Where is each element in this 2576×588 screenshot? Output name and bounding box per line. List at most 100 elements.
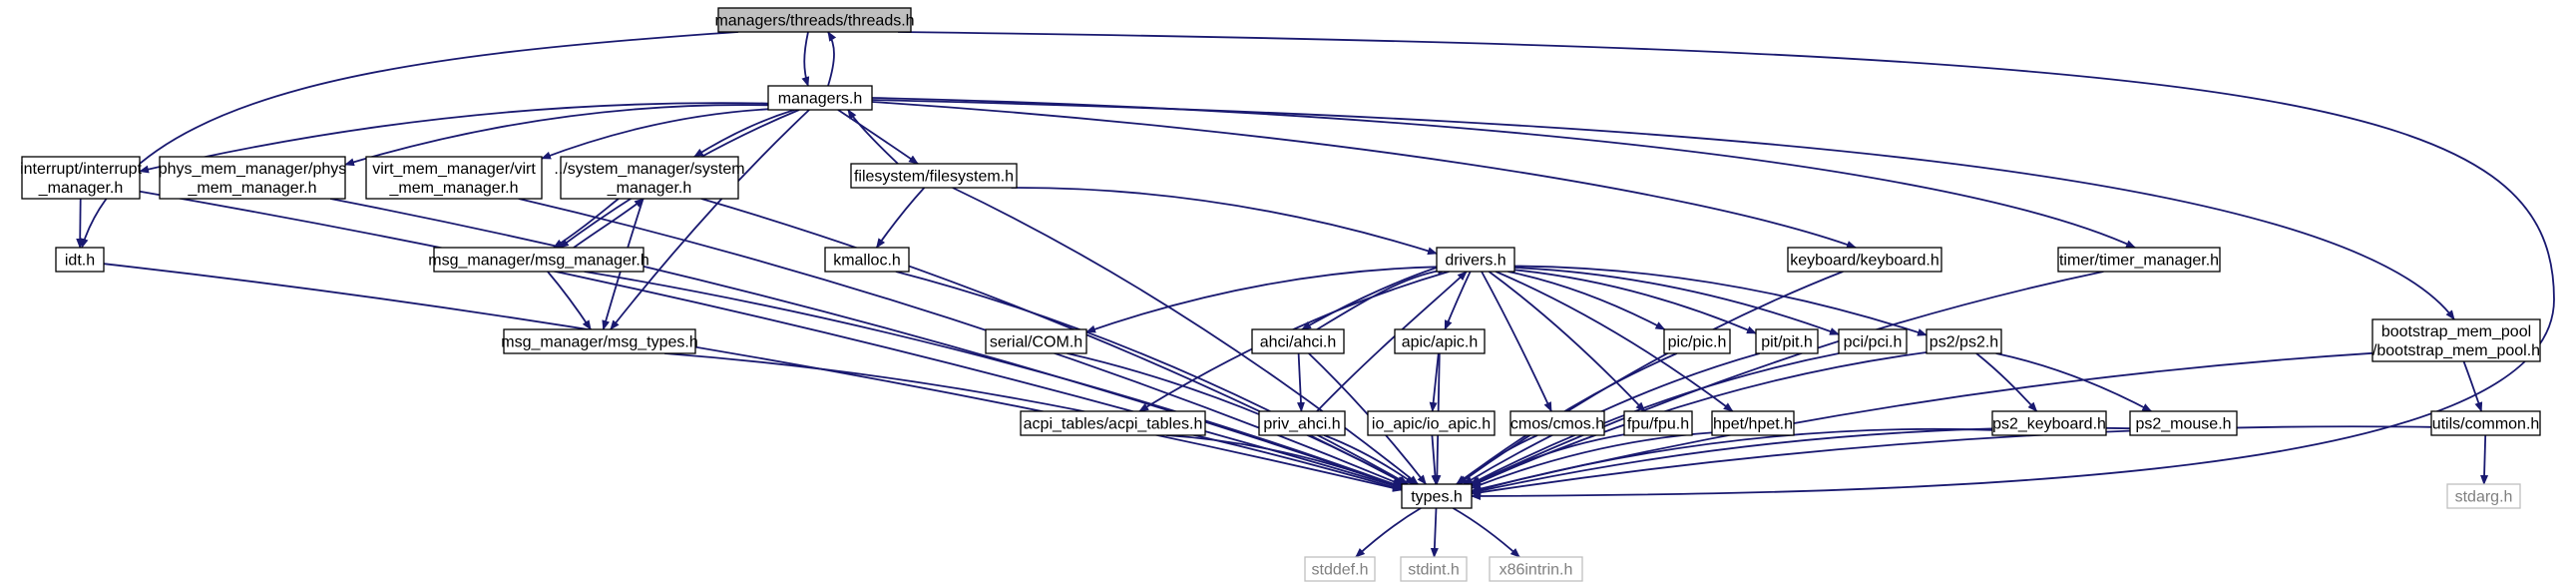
node-box[interactable]: [2371, 318, 2541, 362]
node-acpi[interactable]: acpi_tables/acpi_tables.h: [1020, 410, 1206, 436]
node-box[interactable]: [21, 156, 141, 200]
node-ps2[interactable]: ps2/ps2.h: [1926, 328, 2002, 354]
node-utils[interactable]: utils/common.h: [2430, 410, 2541, 436]
edge-ps2-to-ps2kbd: [1975, 352, 2038, 412]
node-msgtypes[interactable]: msg_manager/msg_types.h: [501, 328, 698, 354]
node-stdarg[interactable]: stdarg.h: [2446, 483, 2521, 509]
node-bootstrap[interactable]: bootstrap_mem_pool/bootstrap_mem_pool.h: [2371, 318, 2541, 362]
node-box[interactable]: [2430, 410, 2541, 436]
node-pit[interactable]: pit/pit.h: [1755, 328, 1819, 354]
node-fpu[interactable]: fpu/fpu.h: [1623, 410, 1693, 436]
node-box[interactable]: [1838, 328, 1908, 354]
node-box[interactable]: [717, 7, 912, 33]
node-x86intrin[interactable]: x86intrin.h: [1489, 556, 1583, 582]
edge-bootstrap-to-types: [1471, 351, 2373, 493]
node-label: kmalloc.h: [833, 253, 901, 270]
node-cmos[interactable]: cmos/cmos.h: [1509, 410, 1605, 436]
node-box[interactable]: [767, 85, 873, 111]
edge-managers-to-bootstrap: [871, 99, 2455, 320]
node-ioapic[interactable]: io_apic/io_apic.h: [1367, 410, 1496, 436]
node-label: ps2_keyboard.h: [1992, 416, 2106, 433]
node-pci[interactable]: pci/pci.h: [1838, 328, 1908, 354]
node-box[interactable]: [1991, 410, 2107, 436]
edge-msgmgr-to-types: [584, 271, 1403, 488]
node-box[interactable]: [1436, 247, 1515, 273]
node-ahci[interactable]: ahci/ahci.h: [1251, 328, 1345, 354]
node-box[interactable]: [1258, 410, 1346, 436]
node-box[interactable]: [2446, 483, 2521, 509]
node-drivers[interactable]: drivers.h: [1436, 247, 1515, 273]
node-box[interactable]: [824, 247, 910, 273]
node-virt[interactable]: virt_mem_manager/virt_mem_manager.h: [365, 156, 543, 200]
node-box[interactable]: [1304, 556, 1376, 582]
node-sysmgr[interactable]: ../system_manager/system_manager.h: [554, 156, 745, 200]
node-box[interactable]: [1755, 328, 1819, 354]
edge-managers-to-threads: [827, 31, 837, 87]
node-box[interactable]: [503, 328, 696, 354]
node-box[interactable]: [850, 163, 1018, 189]
node-box[interactable]: [55, 247, 105, 273]
node-box[interactable]: [1711, 410, 1795, 436]
node-box[interactable]: [1926, 328, 2002, 354]
node-privahci[interactable]: priv_ahci.h: [1258, 410, 1346, 436]
edge-managers-to-msgtypes: [610, 109, 810, 330]
node-label: pit/pit.h: [1761, 334, 1813, 351]
node-box[interactable]: [1787, 247, 1942, 273]
node-label: ps2/ps2.h: [1930, 334, 1998, 351]
node-label: drivers.h: [1445, 253, 1505, 270]
node-kmalloc[interactable]: kmalloc.h: [824, 247, 910, 273]
node-box[interactable]: [1020, 410, 1206, 436]
edge-ahci-to-drivers: [1316, 267, 1448, 330]
node-label: x86intrin.h: [1500, 562, 1573, 579]
edge-idt-to-types: [103, 263, 1403, 492]
node-label: _manager.h: [607, 180, 692, 197]
node-timer[interactable]: timer/timer_manager.h: [2057, 247, 2221, 273]
edge-bootstrap-to-utils: [2462, 360, 2483, 412]
node-box[interactable]: [1400, 556, 1468, 582]
node-idt[interactable]: idt.h: [55, 247, 105, 273]
node-label: fpu/fpu.h: [1627, 416, 1689, 433]
edge-fs-to-types: [952, 187, 1419, 485]
node-box[interactable]: [1394, 328, 1486, 354]
edge-drivers-to-cmos: [1481, 271, 1552, 412]
node-box[interactable]: [2057, 247, 2221, 273]
node-hpet[interactable]: hpet/hpet.h: [1711, 410, 1795, 436]
node-stdint[interactable]: stdint.h: [1400, 556, 1468, 582]
node-box[interactable]: [2129, 410, 2238, 436]
edge-acpi-to-types: [1165, 434, 1403, 489]
node-box[interactable]: [560, 156, 739, 200]
node-box[interactable]: [1367, 410, 1496, 436]
node-box[interactable]: [159, 156, 346, 200]
node-box[interactable]: [1623, 410, 1693, 436]
node-label: managers/threads/threads.h: [714, 13, 914, 30]
edge-fs-to-drivers: [1011, 187, 1438, 256]
edge-pci-to-types: [1469, 352, 1840, 485]
edge-managers-to-sysmgr: [693, 109, 795, 158]
node-ps2kbd[interactable]: ps2_keyboard.h: [1991, 410, 2107, 436]
node-box[interactable]: [433, 247, 644, 273]
node-com[interactable]: serial/COM.h: [985, 328, 1087, 354]
node-interrupt[interactable]: interrupt/interrupt_manager.h: [20, 156, 142, 200]
node-msgmgr[interactable]: msg_manager/msg_manager.h: [428, 247, 649, 273]
node-types[interactable]: types.h: [1401, 483, 1473, 509]
node-box[interactable]: [1509, 410, 1605, 436]
node-box[interactable]: [1663, 328, 1731, 354]
node-threads[interactable]: managers/threads/threads.h: [714, 7, 915, 33]
node-box[interactable]: [1251, 328, 1345, 354]
node-keyboard[interactable]: keyboard/keyboard.h: [1787, 247, 1942, 273]
node-box[interactable]: [985, 328, 1087, 354]
edge-fs-to-kmalloc: [875, 187, 926, 249]
node-managers[interactable]: managers.h: [767, 85, 873, 111]
edge-keyboard-to-types: [1457, 271, 1844, 485]
node-stddef[interactable]: stddef.h: [1304, 556, 1376, 582]
node-box[interactable]: [365, 156, 543, 200]
node-phys[interactable]: phys_mem_manager/phys_mem_manager.h: [159, 156, 347, 200]
node-apic[interactable]: apic/apic.h: [1394, 328, 1486, 354]
node-pic[interactable]: pic/pic.h: [1663, 328, 1731, 354]
node-box[interactable]: [1401, 483, 1473, 509]
node-box[interactable]: [1489, 556, 1583, 582]
node-fs[interactable]: filesystem/filesystem.h: [850, 163, 1018, 189]
node-ps2mouse[interactable]: ps2_mouse.h: [2129, 410, 2238, 436]
node-label: keyboard/keyboard.h: [1790, 253, 1938, 270]
edge-drivers-to-apic: [1444, 271, 1472, 330]
